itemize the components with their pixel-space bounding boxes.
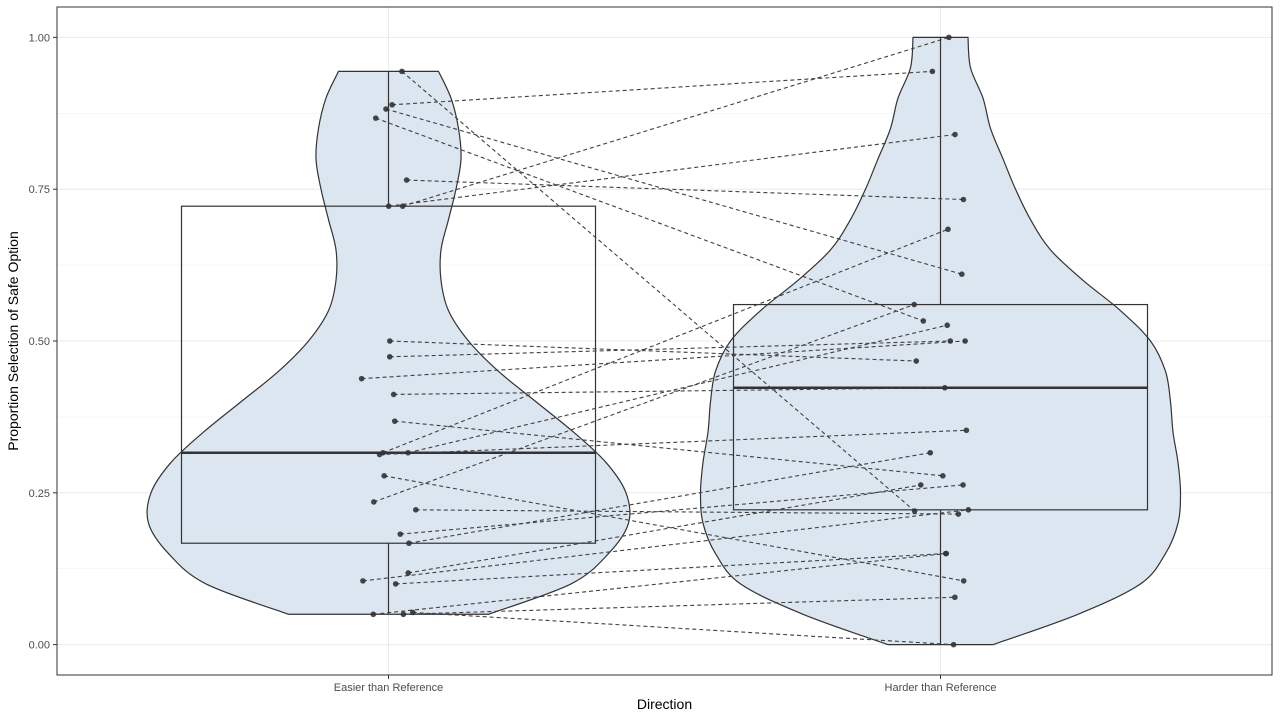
pair-line: [389, 340, 951, 358]
point-easier: [397, 531, 404, 537]
y-tick-label: 0.75: [29, 184, 50, 196]
point-easier: [412, 507, 419, 513]
point-harder: [963, 427, 970, 434]
point-harder: [920, 318, 927, 324]
point-harder: [911, 301, 917, 308]
violin-harder: [699, 36, 1182, 646]
pair-line: [403, 596, 955, 615]
pair-line: [389, 340, 917, 362]
pair-line: [412, 611, 954, 646]
pair-line: [361, 340, 966, 380]
point-harder: [929, 68, 936, 75]
point-easier: [389, 101, 395, 108]
box-iqr-harder: [732, 303, 1149, 511]
y-tick-label: 0.00: [29, 640, 50, 652]
point-easier: [399, 203, 406, 209]
x-axis-title: Direction: [637, 696, 692, 712]
pair-line: [408, 484, 921, 574]
y-tick-label: 0.25: [29, 488, 50, 500]
pair-line: [401, 70, 916, 512]
point-harder: [918, 482, 924, 488]
y-axis-title: Proportion Selection of Safe Option: [5, 231, 21, 450]
point-harder: [962, 338, 968, 344]
point-easier: [391, 418, 398, 424]
y-axis: 0.00 0.25 0.50 0.75 1.00: [29, 32, 57, 652]
data-points: [358, 34, 972, 648]
point-harder: [943, 550, 950, 557]
pair-line: [375, 117, 924, 322]
point-harder: [960, 578, 967, 584]
point-easier: [405, 570, 412, 576]
point-harder: [959, 271, 965, 278]
point-easier: [370, 611, 377, 618]
pair-line: [400, 484, 964, 535]
point-harder: [960, 482, 966, 488]
point-easier: [387, 338, 393, 344]
point-harder: [945, 226, 951, 233]
x-tick-label: Easier than Reference: [334, 682, 443, 694]
pair-line: [382, 228, 949, 454]
point-harder: [950, 641, 957, 648]
point-harder: [946, 34, 952, 41]
point-easier: [381, 473, 387, 479]
y-tick-label: 1.00: [29, 32, 50, 44]
point-easier: [372, 115, 379, 121]
point-easier: [399, 68, 405, 75]
pair-line: [394, 420, 943, 477]
point-harder: [927, 449, 934, 456]
pair-line: [384, 475, 964, 582]
point-easier: [403, 177, 410, 183]
pair-line: [406, 179, 964, 201]
point-harder: [965, 507, 972, 513]
point-easier: [385, 203, 392, 209]
point-easier: [386, 353, 393, 360]
pair-line: [392, 70, 933, 106]
point-easier: [405, 449, 411, 456]
point-harder: [952, 594, 958, 601]
point-harder: [913, 358, 920, 364]
pair-line: [362, 509, 969, 582]
x-tick-label: Harder than Reference: [885, 682, 997, 694]
pair-line: [373, 304, 915, 503]
pair-line: [373, 552, 947, 615]
point-easier: [390, 391, 397, 398]
point-harder: [911, 508, 918, 514]
point-easier: [360, 578, 366, 584]
y-tick-label: 0.50: [29, 336, 50, 348]
point-easier: [406, 540, 412, 547]
pair-line: [385, 108, 962, 275]
point-harder: [940, 473, 946, 479]
point-easier: [392, 581, 399, 587]
point-harder: [952, 131, 958, 138]
x-axis: Easier than Reference Harder than Referen…: [334, 675, 997, 694]
point-easier: [400, 611, 407, 618]
point-easier: [371, 499, 377, 505]
point-easier: [409, 609, 416, 616]
point-easier: [358, 375, 365, 382]
pair-lines: [361, 36, 969, 646]
point-easier: [383, 106, 389, 112]
pair-line: [407, 324, 948, 454]
point-harder: [941, 384, 948, 391]
point-harder: [944, 322, 951, 329]
point-harder: [947, 338, 954, 344]
point-easier: [376, 451, 383, 458]
point-harder: [960, 196, 967, 203]
pair-line: [402, 36, 950, 207]
point-harder: [955, 511, 962, 517]
pair-line: [395, 552, 946, 585]
